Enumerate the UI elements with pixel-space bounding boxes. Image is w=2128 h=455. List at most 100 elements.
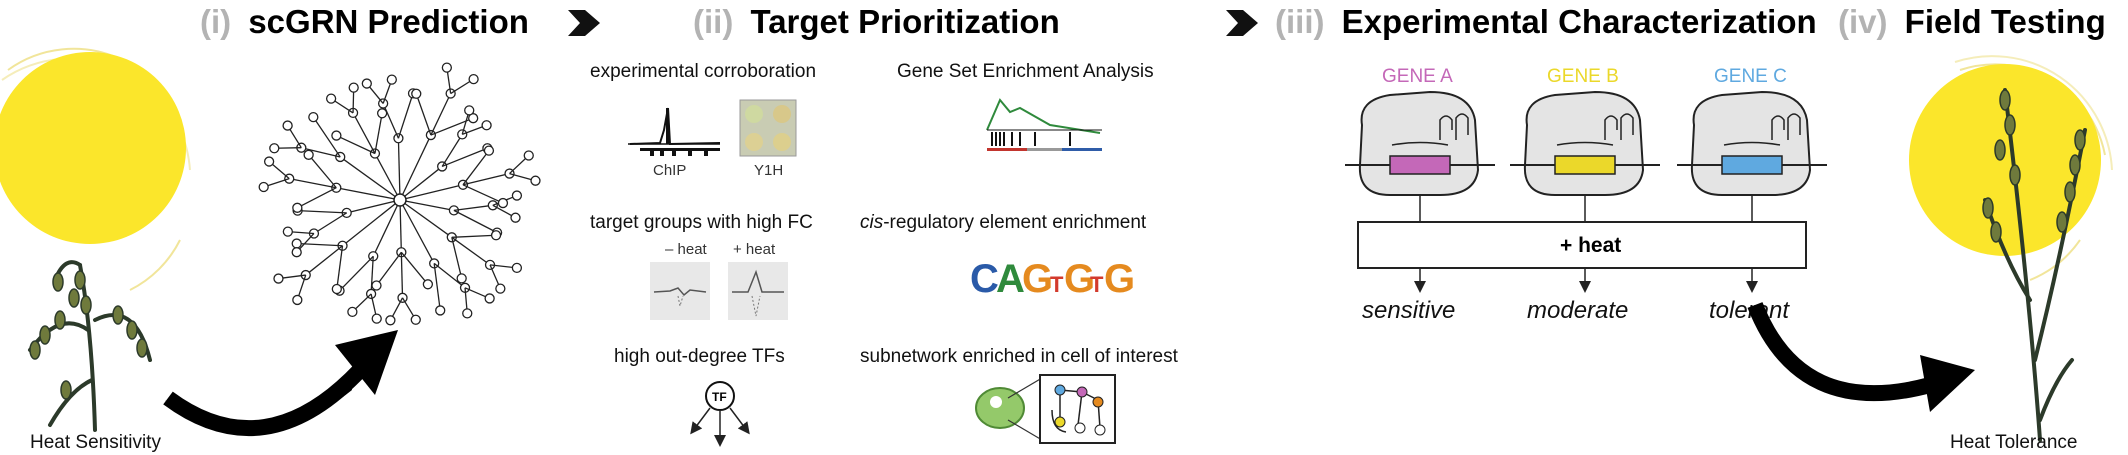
network-node [291, 238, 302, 249]
section-iii-header: (iii) Experimental Characterization [1275, 3, 1817, 40]
high-fc-block: target groups with high FC – heat + heat [590, 212, 813, 320]
network-node [511, 190, 523, 201]
network-node [308, 111, 319, 123]
network-node [510, 212, 521, 223]
gsea-block: Gene Set Enrichment Analysis [897, 61, 1154, 151]
gsea-title: Gene Set Enrichment Analysis [897, 61, 1154, 82]
gene-box [1554, 155, 1616, 175]
heat-sensitivity-label: Heat Sensitivity [30, 432, 161, 453]
motif-letter: T [1050, 272, 1064, 297]
network-node [456, 273, 467, 284]
network-node [376, 108, 388, 119]
network-node [511, 262, 523, 274]
network-node [497, 197, 509, 209]
cell-membrane-icon [1690, 90, 1812, 196]
motif-logo: C A G T G T G [970, 257, 1135, 301]
curved-arrow-right-icon [1747, 302, 1975, 412]
network-node [464, 105, 475, 116]
subnetwork-block: subnetwork enriched in cell of interest [860, 346, 1179, 444]
network-node [361, 78, 372, 89]
out-degree-title: high out-degree TFs [614, 346, 785, 367]
corroboration-title: experimental corroboration [590, 61, 816, 82]
network-node [410, 314, 421, 325]
curved-arrow-left-icon [163, 330, 398, 437]
network-node [347, 306, 358, 317]
network-node [481, 120, 492, 131]
cell-membrane-icon [1523, 90, 1645, 196]
heat-treatment-box [1357, 221, 1807, 269]
outcome-label: moderate [1527, 297, 1628, 324]
network-node [273, 273, 284, 284]
network-node [386, 74, 397, 85]
network-node [303, 149, 314, 160]
cell-icon [975, 374, 1116, 444]
network-node [331, 130, 342, 141]
gene-cell-a: GENE A sensitive [1345, 66, 1495, 324]
network-node [371, 313, 382, 324]
motif-letter: T [1090, 272, 1104, 297]
gsea-plot-icon [986, 98, 1102, 151]
network-node [331, 283, 342, 295]
heat-tolerance-label: Heat Tolerance [1950, 432, 2077, 453]
network-node [291, 247, 302, 258]
cell-membrane-icon [1358, 90, 1480, 196]
chip-label: ChIP [653, 162, 686, 179]
network-node [269, 143, 280, 154]
network-node [523, 150, 534, 161]
network-node [292, 202, 303, 213]
motif-letter: G [1064, 257, 1095, 301]
high-fc-title: target groups with high FC [590, 212, 813, 233]
gene-cells-group: GENE A sensitive GENE B moderate GENE Ctoler… [1345, 66, 1827, 324]
experimental-corroboration-block: experimental corroboration ChIP Y1H [590, 61, 816, 179]
network-node [530, 175, 541, 186]
network-node [385, 315, 396, 326]
motif-letter: A [996, 257, 1025, 301]
gene-box [1389, 155, 1451, 175]
network-hub-node [393, 193, 407, 207]
network-node [441, 62, 453, 73]
network-node [411, 88, 422, 99]
network-node [483, 145, 495, 156]
outcome-label: sensitive [1362, 297, 1455, 324]
cre-title: cis-regulatory element enrichment [860, 212, 1147, 233]
network-node [282, 120, 293, 131]
header-arrow-1-icon [568, 10, 600, 36]
section-iv-header: (iv) Field Testing [1838, 3, 2106, 40]
heat-sensitive-plant-icon [28, 260, 152, 432]
header-arrow-2-icon [1226, 10, 1258, 36]
motif-letter: C [970, 257, 999, 301]
chip-track-icon [628, 107, 721, 156]
network-node [462, 308, 473, 319]
gene-regulatory-network [258, 62, 541, 326]
network-node [292, 294, 303, 306]
plus-heat-panel [728, 262, 788, 320]
network-node [495, 283, 506, 294]
network-node [422, 279, 434, 290]
gene-label: GENE C [1714, 66, 1787, 87]
gene-label: GENE B [1547, 66, 1619, 87]
cre-block: cis-regulatory element enrichment C A G … [860, 212, 1147, 301]
gene-box [1721, 155, 1783, 175]
gene-label: GENE A [1382, 66, 1453, 87]
gene-cell-b: GENE B moderate [1510, 66, 1660, 324]
section-ii-header: (ii) Target Prioritization [693, 3, 1060, 40]
network-node [468, 73, 479, 85]
motif-letter: G [1104, 257, 1135, 301]
y1h-plate-icon [739, 99, 797, 157]
heat-tolerant-plant-icon [1982, 88, 2087, 442]
network-node [325, 93, 337, 104]
network-node [348, 82, 359, 93]
sun-left-icon [0, 47, 191, 291]
tf-node-label: TF [712, 390, 727, 404]
network-node [371, 280, 382, 291]
network-node [282, 226, 293, 237]
out-degree-block: high out-degree TFs TF [614, 346, 785, 447]
minus-heat-label: – heat [665, 241, 708, 258]
network-node [258, 181, 269, 193]
network-node [490, 230, 502, 241]
motif-letter: G [1022, 257, 1053, 301]
network-node [435, 305, 446, 316]
y1h-label: Y1H [754, 162, 783, 179]
